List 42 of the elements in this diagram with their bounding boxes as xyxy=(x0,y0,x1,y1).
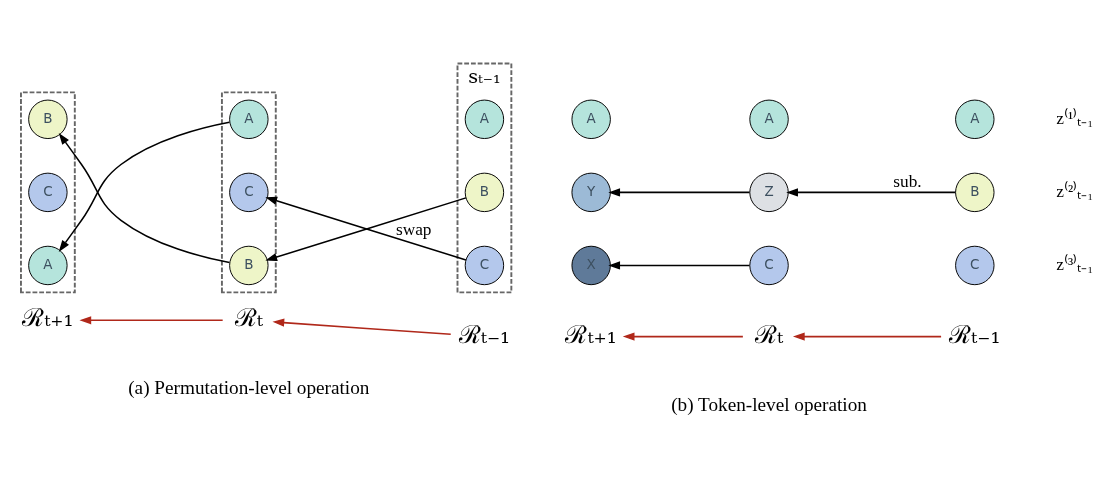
node-circle: B xyxy=(229,245,269,285)
node-circle: B xyxy=(955,172,995,212)
node-text: ℛₜ xyxy=(754,319,784,349)
node-circle: A xyxy=(955,99,995,139)
node-circle: X xyxy=(571,245,611,285)
node-circle: C xyxy=(749,245,789,285)
label: (a) Permutation-level operation xyxy=(128,376,370,398)
arrow xyxy=(272,318,452,335)
arrow xyxy=(622,332,744,341)
arrow xyxy=(58,132,231,263)
arrow xyxy=(786,187,957,196)
arrow xyxy=(265,196,467,261)
node-circle: A xyxy=(28,245,68,285)
cluster xyxy=(20,90,76,293)
node-circle: B xyxy=(464,172,505,212)
arrow xyxy=(792,332,942,341)
edge-label: swap xyxy=(395,219,432,239)
edge-label: sub. xyxy=(893,171,922,191)
label: z⁽³⁾ₜ₋₁ xyxy=(1056,254,1094,274)
node-text: ℛₜ₋₁ xyxy=(949,319,1001,349)
node-circle: C xyxy=(28,172,68,212)
node-circle: A xyxy=(229,99,269,139)
arrow xyxy=(608,187,751,196)
arrow xyxy=(608,260,751,270)
node-text: ℛₜ₊₁ xyxy=(22,302,74,332)
node-circle: Y xyxy=(571,172,611,212)
node-circle: A xyxy=(571,99,611,139)
node-circle: C xyxy=(464,245,505,285)
node-circle: A xyxy=(464,99,505,139)
node-text: ℛₜ₋₁ xyxy=(458,319,511,349)
node-circle: C xyxy=(229,172,269,212)
node-text: ℛₜ₊₁ xyxy=(565,319,617,349)
node-circle: C xyxy=(955,245,995,285)
node-circle: B xyxy=(28,99,68,139)
label: z⁽¹⁾ₜ₋₁ xyxy=(1056,108,1094,128)
arrow xyxy=(58,121,231,252)
label: (b) Token-level operation xyxy=(671,393,867,415)
node-circle: Z xyxy=(749,172,789,212)
node-text: ℛₜ xyxy=(234,302,263,332)
arrow xyxy=(79,315,224,324)
node-circle: A xyxy=(749,99,789,139)
label: z⁽²⁾ₜ₋₁ xyxy=(1056,181,1094,201)
